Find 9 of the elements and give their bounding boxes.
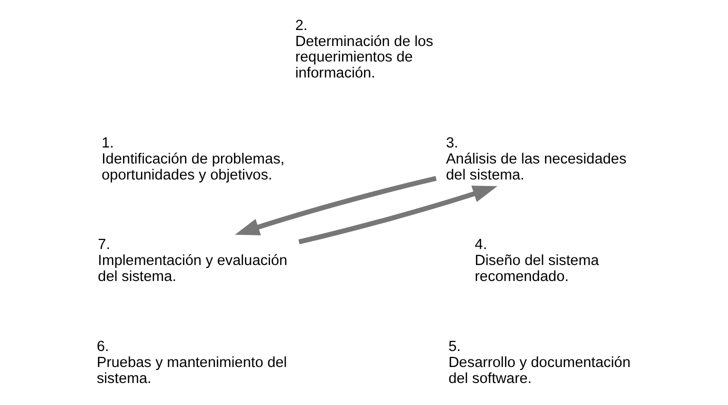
arrow: [298, 186, 497, 244]
node-text: 2. Determinación de los requerimientos de información.: [294, 18, 433, 82]
node-text: 4. Diseño del sistema recomendado.: [474, 237, 598, 286]
node-text: 6. Pruebas y mantenimiento del sistema.: [96, 338, 286, 387]
node-text: 7. Implementación y evaluación del sistema.: [97, 237, 287, 286]
node-text: 5. Desarrollo y documentación del software.: [448, 338, 630, 387]
node-text: 1. Identificación de problemas, oportunidades y objetivos.: [101, 135, 284, 184]
arrow: [234, 176, 436, 236]
node-text: 3. Análisis de las necesidades del sistema.: [446, 135, 626, 184]
